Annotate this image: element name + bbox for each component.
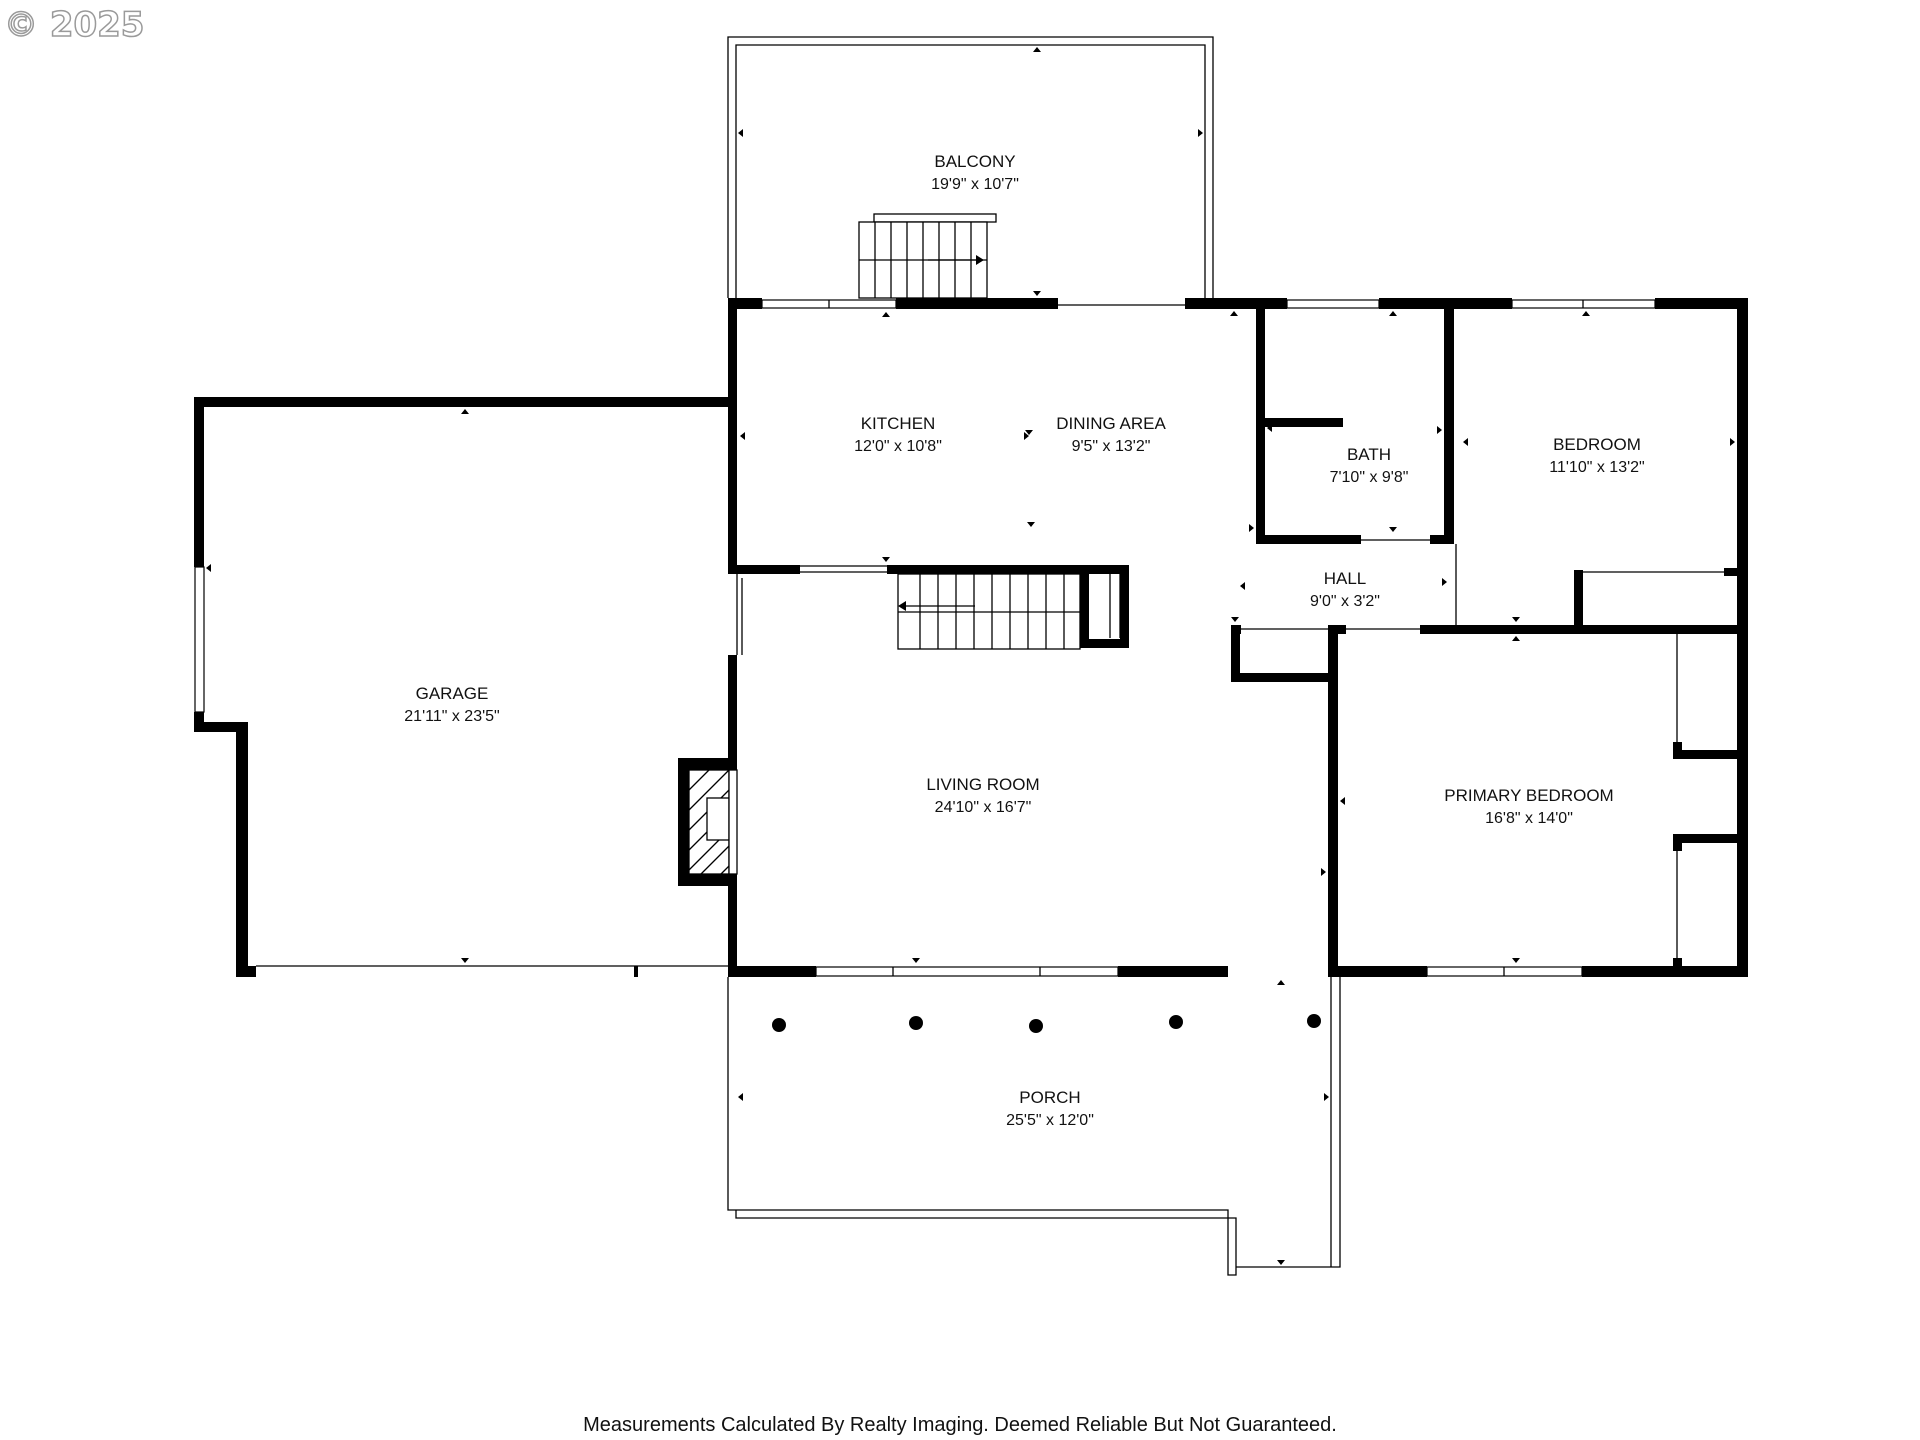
room-label-balcony: BALCONY 19'9" x 10'7" <box>931 152 1019 193</box>
hall-and-primary-walls <box>1231 625 1748 977</box>
room-name: BEDROOM <box>1553 435 1641 454</box>
room-name: LIVING ROOM <box>926 775 1039 794</box>
room-label-porch: PORCH 25'5" x 12'0" <box>1006 1088 1094 1129</box>
bedroom-walls <box>1452 298 1738 632</box>
room-dimensions: 11'10" x 13'2" <box>1549 459 1644 476</box>
room-dimensions: 24'10" x 16'7" <box>935 799 1032 816</box>
dimension-ticks <box>206 47 1735 1265</box>
room-name: HALL <box>1324 569 1367 588</box>
porch-outline <box>727 977 1341 1276</box>
room-dimensions: 25'5" x 12'0" <box>1006 1112 1094 1129</box>
room-dimensions: 16'8" x 14'0" <box>1485 810 1573 827</box>
room-dimensions: 21'11" x 23'5" <box>404 708 499 725</box>
room-dimensions: 9'5" x 13'2" <box>1072 438 1151 455</box>
room-label-dining: DINING AREA 9'5" x 13'2" <box>1056 414 1166 455</box>
room-name: BATH <box>1347 445 1391 464</box>
room-name: BALCONY <box>934 152 1015 171</box>
room-dimensions: 7'10" x 9'8" <box>1330 469 1409 486</box>
room-label-living: LIVING ROOM 24'10" x 16'7" <box>926 775 1039 816</box>
copyright-watermark: © 2025 <box>4 5 144 45</box>
porch-posts <box>772 1014 1321 1033</box>
room-name: GARAGE <box>416 684 489 703</box>
interior-stairs <box>897 573 1081 650</box>
fireplace <box>678 758 738 886</box>
room-dimensions: 12'0" x 10'8" <box>854 438 942 455</box>
room-label-kitchen: KITCHEN 12'0" x 10'8" <box>854 414 942 455</box>
interior-walls <box>728 565 1129 648</box>
bottom-windows <box>815 966 1583 977</box>
balcony-outline <box>727 36 1214 298</box>
top-windows <box>761 299 1656 309</box>
room-label-hall: HALL 9'0" x 3'2" <box>1310 569 1380 610</box>
room-dimensions: 9'0" x 3'2" <box>1310 593 1380 610</box>
room-label-bedroom: BEDROOM 11'10" x 13'2" <box>1549 435 1644 476</box>
room-name: KITCHEN <box>861 414 936 433</box>
room-name: PORCH <box>1019 1088 1080 1107</box>
room-label-bath: BATH 7'10" x 9'8" <box>1330 445 1409 486</box>
room-label-primary-bedroom: PRIMARY BEDROOM 16'8" x 14'0" <box>1444 786 1613 827</box>
room-dimensions: 19'9" x 10'7" <box>931 176 1019 193</box>
room-label-garage: GARAGE 21'11" x 23'5" <box>404 684 499 725</box>
room-name: DINING AREA <box>1056 414 1166 433</box>
room-name: PRIMARY BEDROOM <box>1444 786 1613 805</box>
disclaimer-footer: Measurements Calculated By Realty Imagin… <box>583 1414 1337 1436</box>
balcony-stairs <box>858 213 997 299</box>
garage-walls <box>194 397 737 977</box>
bath-walls <box>1256 298 1454 544</box>
